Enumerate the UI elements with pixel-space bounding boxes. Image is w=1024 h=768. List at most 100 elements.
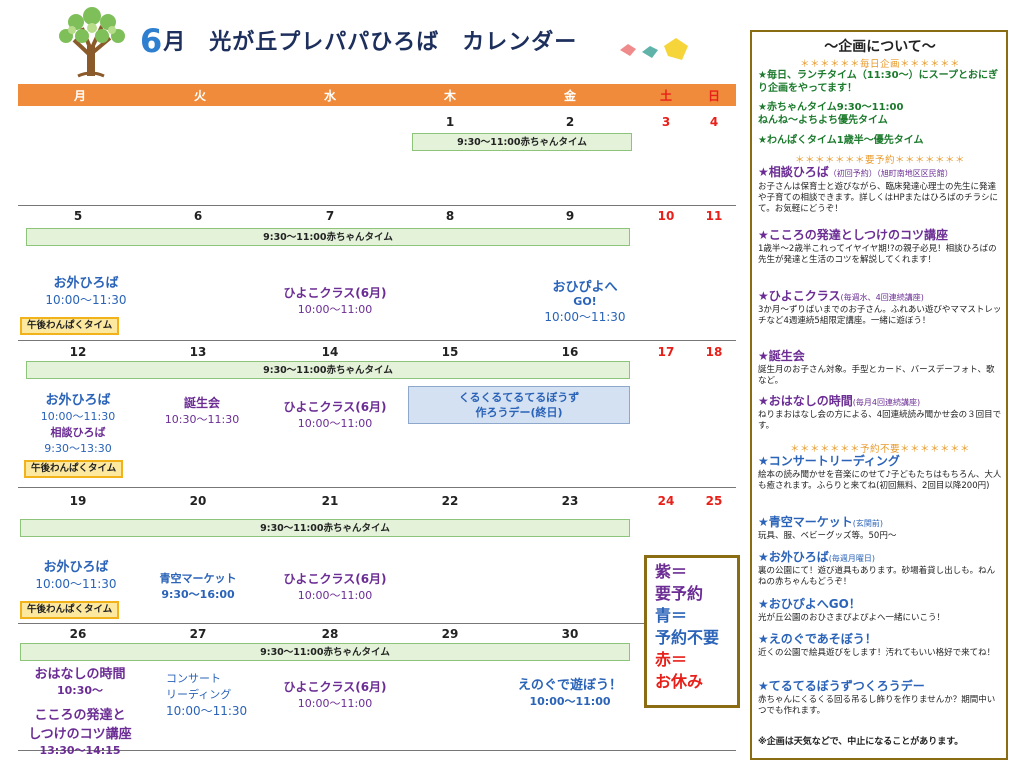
legend-closed: お休み [655, 672, 704, 691]
weekday-fri: 金 [563, 89, 576, 103]
weekday-sat: 土 [659, 89, 672, 103]
wanpaku-tag: 午後わんぱくタイム [24, 460, 124, 478]
date-23: 23 [561, 494, 579, 508]
weather-note: ※企画は天気などで、中止になることがあります。 [758, 737, 964, 747]
weekday-sun: 日 [707, 89, 720, 103]
date-16: 16 [561, 345, 579, 359]
item-teruteru-desc: 赤ちゃんにくるくる回る吊るし飾りを作りませんか？期間中いつでも作れます。 [758, 695, 996, 716]
date-22: 22 [441, 494, 459, 508]
date-27: 27 [189, 627, 207, 641]
date-9: 9 [565, 209, 575, 223]
divider-no-reservation: ＊＊＊＊＊＊＊予約不要＊＊＊＊＊＊＊ [789, 444, 970, 455]
date-25: 25 [705, 494, 723, 508]
item-soudan-desc: お子さんは保育士と遊びながら、臨床発達心理士の先生に発達や子育ての相談できます。… [758, 182, 999, 214]
date-4: 4 [709, 115, 719, 129]
event-outside: お外ひろば 10:00～11:30 [45, 276, 127, 307]
page-title: 6月 光が丘プレパパひろば カレンダー [140, 22, 577, 60]
title-text: 光が丘プレパパひろば カレンダー [209, 30, 578, 55]
date-24: 24 [657, 494, 675, 508]
event-hiyoko: ひよこクラス(6月) 10:00～11:00 [283, 680, 387, 710]
item-aozora: ★青空マーケット(玄関前) [758, 515, 884, 529]
date-17: 17 [657, 345, 675, 359]
event-enogu: えのぐで遊ぼう！ 10:00～11:00 [517, 678, 623, 708]
event-hiyoko: ひよこクラス(6月) 10:00～11:00 [283, 286, 387, 316]
date-30: 30 [561, 627, 579, 641]
date-18: 18 [705, 345, 723, 359]
date-7: 7 [325, 209, 335, 223]
date-19: 19 [69, 494, 87, 508]
item-ohanashi-desc: ねりまおはなし会の方による、4回連続読み聞かせ会の３回目です。 [758, 410, 1002, 431]
legend-no-reservation: 予約不要 [655, 628, 720, 647]
date-29: 29 [441, 627, 459, 641]
item-concert: ★コンサートリーディング [758, 454, 900, 468]
date-15: 15 [441, 345, 459, 359]
item-aozora-desc: 玩具、服、ベビーグッズ等。50円～ [758, 531, 897, 541]
legend-purple: 紫＝ [655, 562, 688, 581]
date-2: 2 [565, 115, 575, 129]
week-divider [18, 340, 736, 341]
baby-time-bar: 9:30～11:00赤ちゃんタイム [412, 133, 632, 151]
item-outside: ★お外ひろば(毎週月曜日) [758, 550, 876, 564]
item-birthday: ★誕生会 [758, 349, 805, 363]
panel-heading: ～企画について～ [824, 39, 936, 55]
date-3: 3 [661, 115, 671, 129]
item-enogu: ★えのぐであそぼう！ [758, 632, 877, 646]
wanpaku-tag: 午後わんぱくタイム [20, 601, 120, 619]
week-divider [18, 623, 736, 624]
date-12: 12 [69, 345, 87, 359]
baby-time-bar: 9:30～11:00赤ちゃんタイム [20, 643, 630, 661]
birds-icon [620, 38, 688, 60]
item-kokoro-desc: 1歳半～2歳半これってイヤイヤ期!?の親子必見！相談ひろばの先生が発達と生活のコ… [758, 244, 997, 265]
weekday-tue: 火 [193, 89, 206, 103]
weekday-mon: 月 [73, 89, 86, 103]
item-teruteru: ★てるてるぼうずつくろうデー [758, 679, 925, 693]
program-info-panel: ～企画について～ ＊＊＊＊＊＊毎日企画＊＊＊＊＊＊ ★毎日、ランチタイム（11:… [750, 30, 1008, 760]
baby-time-bar: 9:30～11:00赤ちゃんタイム [20, 519, 630, 537]
month-unit: 月 [163, 30, 187, 55]
weekday-thu: 木 [443, 89, 456, 103]
item-kokoro: ★こころの発達としつけのコツ講座 [758, 228, 949, 242]
date-6: 6 [193, 209, 203, 223]
event-ohanashi-kokoro: おはなしの時間 10:30～ こころの発達と しつけのコツ講座 13:30～14… [28, 667, 132, 757]
date-11: 11 [705, 209, 723, 223]
week-divider [18, 205, 736, 206]
daily-lunch: ★毎日、ランチタイム（11:30～）にスープとおにぎり企画をやってます！ [758, 70, 998, 94]
month-number: 6 [140, 22, 164, 60]
event-birthday: 誕生会 10:30～11:30 [164, 396, 240, 426]
color-legend: 紫＝ 要予約 青＝ 予約不要 赤＝ お休み [644, 555, 740, 708]
event-ohiyo: おひぴよへ GO! 10:00～11:30 [544, 280, 626, 324]
item-soudan: ★相談ひろば（初回予約）（旭町南地区区民館） [758, 165, 953, 179]
daily-wanpaku: ★わんぱくタイム1歳半～優先タイム [758, 135, 924, 146]
daily-baby-sub: ねんね～よちよち優先タイム [758, 115, 888, 126]
tree-icon [59, 7, 125, 78]
date-13: 13 [189, 345, 207, 359]
event-concert: コンサート リーディング 10:00～11:30 [166, 672, 248, 718]
week-divider [18, 487, 736, 488]
legend-blue: 青＝ [655, 606, 688, 625]
divider-daily: ＊＊＊＊＊＊毎日企画＊＊＊＊＊＊ [799, 59, 960, 70]
item-hiyoko-desc: 3か月～ずりばいまでのお子さん。ふれあい遊びやママストレッチなど4週連続5組限定… [758, 305, 1002, 326]
item-hiyoko: ★ひよこクラス(毎週水、4回連続講座) [758, 289, 924, 303]
baby-time-bar: 9:30～11:00赤ちゃんタイム [26, 361, 630, 379]
week-divider [18, 750, 736, 751]
item-concert-desc: 絵本の読み聞かせを音楽にのせて♪子どもたちはもちろん、大人も癒されます。ふらりと… [758, 470, 1002, 491]
date-20: 20 [189, 494, 207, 508]
weekday-header: 月 火 水 木 金 土 日 [18, 84, 736, 106]
date-10: 10 [657, 209, 675, 223]
item-birthday-desc: 誕生月のお子さん対象。手型とカード、バースデーフォト、歌など。 [758, 365, 995, 386]
event-teruteru: くるくるてるてるぼうず 作ろうデー(終日) [408, 386, 630, 424]
event-outside-soudan: お外ひろば 10:00～11:30 相談ひろば 9:30～13:30 [40, 393, 116, 455]
baby-time-bar: 9:30～11:00赤ちゃんタイム [26, 228, 630, 246]
wanpaku-tag: 午後わんぱくタイム [20, 317, 120, 335]
event-hiyoko: ひよこクラス(6月) 10:00～11:00 [283, 400, 387, 430]
weekday-wed: 水 [323, 89, 336, 103]
item-ohiyo-desc: 光が丘公園のおひさまぴよぴよへ一緒にいこう！ [758, 613, 946, 623]
legend-red: 赤＝ [655, 650, 688, 669]
item-outside-desc: 裏の公園にて！遊び道具もあります。砂場着貸し出しも。ねんねの赤ちゃんもどうぞ！ [758, 566, 996, 587]
date-14: 14 [321, 345, 339, 359]
event-outside: お外ひろば 10:00～11:30 [35, 560, 117, 591]
date-21: 21 [321, 494, 339, 508]
divider-reservation: ＊＊＊＊＊＊＊要予約＊＊＊＊＊＊＊ [794, 155, 965, 166]
item-ohanashi: ★おはなしの時間(毎月4回連続講座) [758, 394, 921, 408]
date-1: 1 [445, 115, 455, 129]
